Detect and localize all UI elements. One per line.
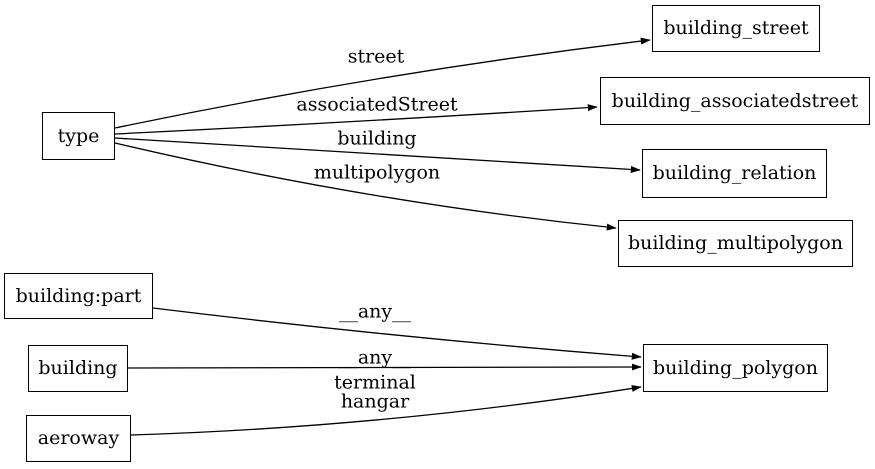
node-building-multipolygon: building_multipolygon bbox=[618, 220, 853, 267]
edge-building-building-polygon bbox=[127, 363, 642, 371]
node-building-part-label: building:part bbox=[15, 284, 142, 307]
node-building-relation: building_relation bbox=[642, 149, 827, 198]
edge-aeroway-building-polygon bbox=[130, 384, 642, 436]
node-building: building bbox=[28, 345, 128, 392]
edge-label-terminal: terminal bbox=[334, 371, 416, 394]
edge-type-building-street bbox=[114, 37, 651, 129]
node-building-multipolygon-label: building_multipolygon bbox=[628, 232, 843, 254]
edge-label-hangar: hangar bbox=[340, 390, 410, 413]
node-aeroway-label: aeroway bbox=[37, 427, 120, 449]
node-type-label: type bbox=[57, 124, 100, 147]
edge-type-building-relation bbox=[114, 137, 641, 173]
edge-type-building-associatedstreet bbox=[114, 104, 598, 135]
node-building-street-label: building_street bbox=[663, 17, 809, 39]
edge-label-any-building-part: __any__ bbox=[338, 300, 412, 323]
edge-label-building: building bbox=[337, 127, 417, 150]
node-building-relation-label: building_relation bbox=[652, 162, 817, 184]
node-building-associatedstreet-label: building_associatedstreet bbox=[611, 89, 859, 112]
edge-label-associatedstreet: associatedStreet bbox=[296, 93, 458, 116]
edge-label-street: street bbox=[347, 45, 405, 68]
node-building-associatedstreet: building_associatedstreet bbox=[600, 77, 870, 125]
node-aeroway: aeroway bbox=[26, 415, 131, 462]
node-type: type bbox=[42, 112, 115, 160]
node-building-street: building_street bbox=[652, 5, 820, 52]
node-building-part: building:part bbox=[4, 273, 153, 319]
node-building-polygon: building_polygon bbox=[643, 344, 828, 392]
edge-type-building-multipolygon bbox=[114, 142, 617, 231]
edge-building-part-building-polygon bbox=[152, 307, 642, 360]
node-building-label: building bbox=[38, 357, 118, 379]
edge-label-multipolygon: multipolygon bbox=[313, 161, 441, 184]
node-building-polygon-label: building_polygon bbox=[653, 356, 818, 379]
edge-label-any-building: __any__ bbox=[338, 346, 412, 369]
